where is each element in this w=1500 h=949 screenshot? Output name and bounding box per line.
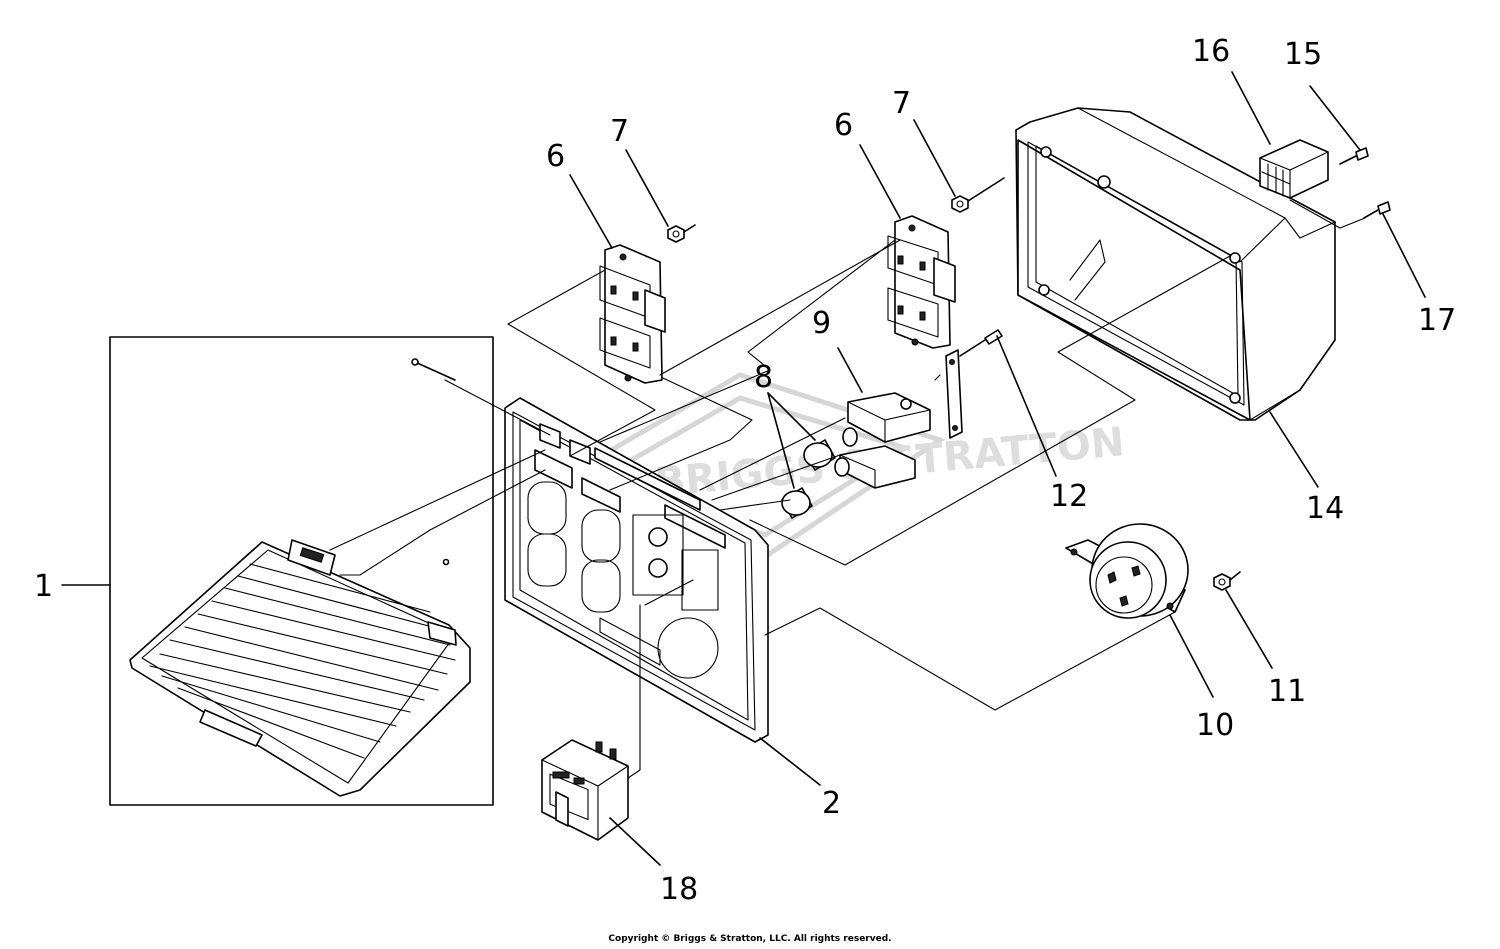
callout-15: 15	[1284, 37, 1322, 72]
callout-17: 17	[1418, 303, 1456, 338]
callout-9: 9	[812, 306, 831, 341]
part-15-screw	[1309, 85, 1369, 165]
receptacle-opening	[527, 533, 567, 587]
part-1-outlet-cover-assembly	[61, 336, 494, 806]
callout-6-right: 6	[834, 108, 853, 143]
part-8-breaker-knobs	[767, 392, 836, 519]
breaker-hole	[648, 558, 668, 578]
callout-7-right: 7	[892, 86, 911, 121]
callout-8: 8	[754, 360, 773, 395]
assembly-lines	[329, 199, 1366, 779]
callout-18: 18	[660, 872, 698, 907]
part-7-nut-left	[625, 149, 696, 243]
part-11-nut	[1213, 571, 1273, 669]
callout-6-left: 6	[546, 139, 565, 174]
part-2-control-panel	[504, 397, 821, 786]
callout-12: 12	[1050, 479, 1088, 514]
cover-ribs	[149, 563, 456, 759]
hinge-pin	[414, 361, 456, 381]
outlet-cover	[129, 541, 471, 797]
part-12-ground-bar-screw	[945, 329, 1057, 477]
callout-11: 11	[1268, 674, 1306, 709]
part-1-kit-box	[109, 336, 494, 806]
callout-16: 16	[1192, 34, 1230, 69]
callout-1: 1	[34, 569, 53, 604]
breaker-hole	[648, 527, 668, 547]
receptacle-opening	[581, 559, 621, 613]
hinge-clip	[442, 558, 450, 566]
panel-hinge-bar	[594, 447, 701, 511]
part-10-twist-lock-receptacle	[1065, 523, 1214, 698]
part-14-panel-housing	[1015, 107, 1336, 488]
callout-7-left: 7	[610, 114, 629, 149]
twist-lock-opening	[657, 617, 719, 679]
callout-10: 10	[1196, 708, 1234, 743]
part-18-rocker-switch	[541, 739, 661, 866]
callout-labels: 1 2 6 6 7 7 8 9 10 11 12 14 15 16 17 18	[34, 34, 1456, 907]
receptacle-opening	[581, 509, 621, 563]
part-6-receptacle-left	[569, 174, 666, 384]
part-6-receptacle-right	[859, 144, 956, 349]
callout-14: 14	[1306, 491, 1344, 526]
part-17-screw	[1363, 201, 1426, 298]
part-16-terminal-block	[1231, 71, 1329, 199]
copyright-notice: Copyright © Briggs & Stratton, LLC. All …	[608, 934, 892, 944]
part-9-circuit-breakers	[834, 347, 931, 489]
part-7-nut-right	[913, 119, 1005, 213]
switch-opening	[681, 549, 719, 611]
callout-2: 2	[822, 786, 841, 821]
